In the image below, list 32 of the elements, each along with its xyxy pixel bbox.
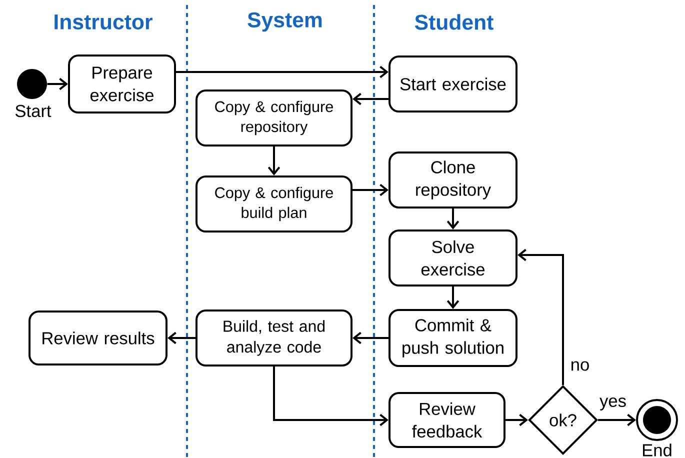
arrow — [506, 414, 528, 426]
activity-box: Solve exercise — [388, 230, 518, 286]
arrow — [518, 248, 564, 385]
activity-box: Copy & configure repository — [196, 90, 352, 146]
activity-box: Commit & push solution — [388, 309, 518, 367]
arrow — [352, 332, 388, 344]
edge-label: yes — [598, 396, 628, 412]
arrow — [47, 78, 68, 90]
activity-box: Start exercise — [388, 56, 518, 112]
activity-box: Clone repository — [388, 152, 518, 208]
arrow — [446, 286, 460, 309]
arrow — [352, 184, 388, 196]
activity-box: Build, test and analyze code — [196, 310, 352, 366]
node-caption: End — [643, 444, 672, 456]
start-node — [17, 69, 47, 99]
node-caption: Start — [16, 104, 52, 118]
lane-header: System — [248, 12, 322, 32]
arrow — [268, 146, 280, 176]
arrow — [446, 208, 460, 230]
arrow — [352, 92, 388, 106]
arrow — [273, 366, 388, 426]
arrow — [176, 66, 388, 78]
lane-header: Student — [414, 14, 494, 30]
end-node — [636, 399, 678, 441]
lane-header: Instructor — [54, 14, 152, 30]
activity-box: Prepare exercise — [68, 54, 176, 114]
arrow — [168, 332, 196, 344]
activity-box: Review results — [28, 310, 168, 366]
arrow — [598, 414, 636, 426]
edge-label: no — [569, 360, 591, 372]
activity-box: Copy & configure build plan — [196, 176, 352, 232]
activity-box: Review feedback — [388, 392, 506, 448]
